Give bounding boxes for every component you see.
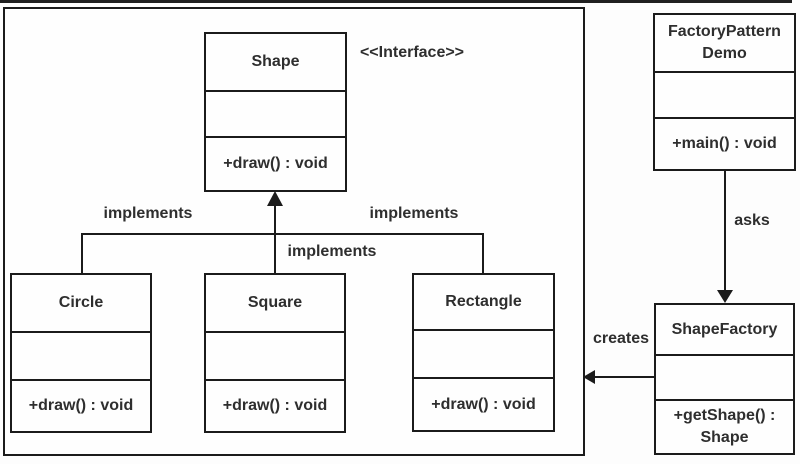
implements-label-left: implements [103,205,193,222]
class-box-factory-pattern-demo: FactoryPattern Demo +main() : void [653,13,796,171]
class-methods-square: +draw() : void [222,397,328,415]
class-name-rectangle: Rectangle [414,275,553,331]
class-attributes-factory-pattern-demo [655,73,794,119]
implements-label-middle: implements [287,243,377,260]
creates-label: creates [592,330,650,347]
class-attributes-circle [12,333,150,381]
implements-connector-horizontal-line [81,233,484,235]
class-name-circle: Circle [12,275,150,333]
class-methods-shape-factory: +getShape() : Shape [673,407,776,446]
class-attributes-rectangle [414,331,553,379]
class-methods-shape: +draw() : void [223,155,328,173]
class-attributes-shape-factory [656,356,793,401]
class-methods-rectangle: +draw() : void [431,395,536,413]
class-box-shape: Shape +draw() : void [204,32,347,192]
class-attributes-shape [206,92,345,138]
class-name-shape: Shape [206,34,345,92]
class-name-factory-pattern-demo: FactoryPattern Demo [655,15,794,73]
creates-connector-line [593,376,655,378]
top-border-artifact [0,0,792,3]
implements-arrowhead-icon [267,191,283,206]
implements-connector-square-line [274,205,276,273]
class-box-shape-factory: ShapeFactory +getShape() : Shape [654,303,795,455]
asks-arrowhead-icon [717,290,733,303]
implements-connector-rectangle-line [482,233,484,273]
class-methods-circle: +draw() : void [28,397,134,415]
class-name-square: Square [206,275,344,333]
class-box-square: Square +draw() : void [204,273,346,433]
class-attributes-square [206,333,344,381]
implements-connector-circle-line [81,233,83,273]
class-methods-factory-pattern-demo: +main() : void [672,135,777,153]
asks-connector-line [724,171,726,292]
asks-label: asks [734,212,770,229]
creates-arrowhead-icon [583,370,595,384]
class-box-rectangle: Rectangle +draw() : void [412,273,555,432]
class-box-circle: Circle +draw() : void [10,273,152,433]
interface-stereotype-label: <<Interface>> [359,44,465,61]
class-name-shape-factory: ShapeFactory [656,305,793,356]
implements-label-right: implements [369,205,459,222]
